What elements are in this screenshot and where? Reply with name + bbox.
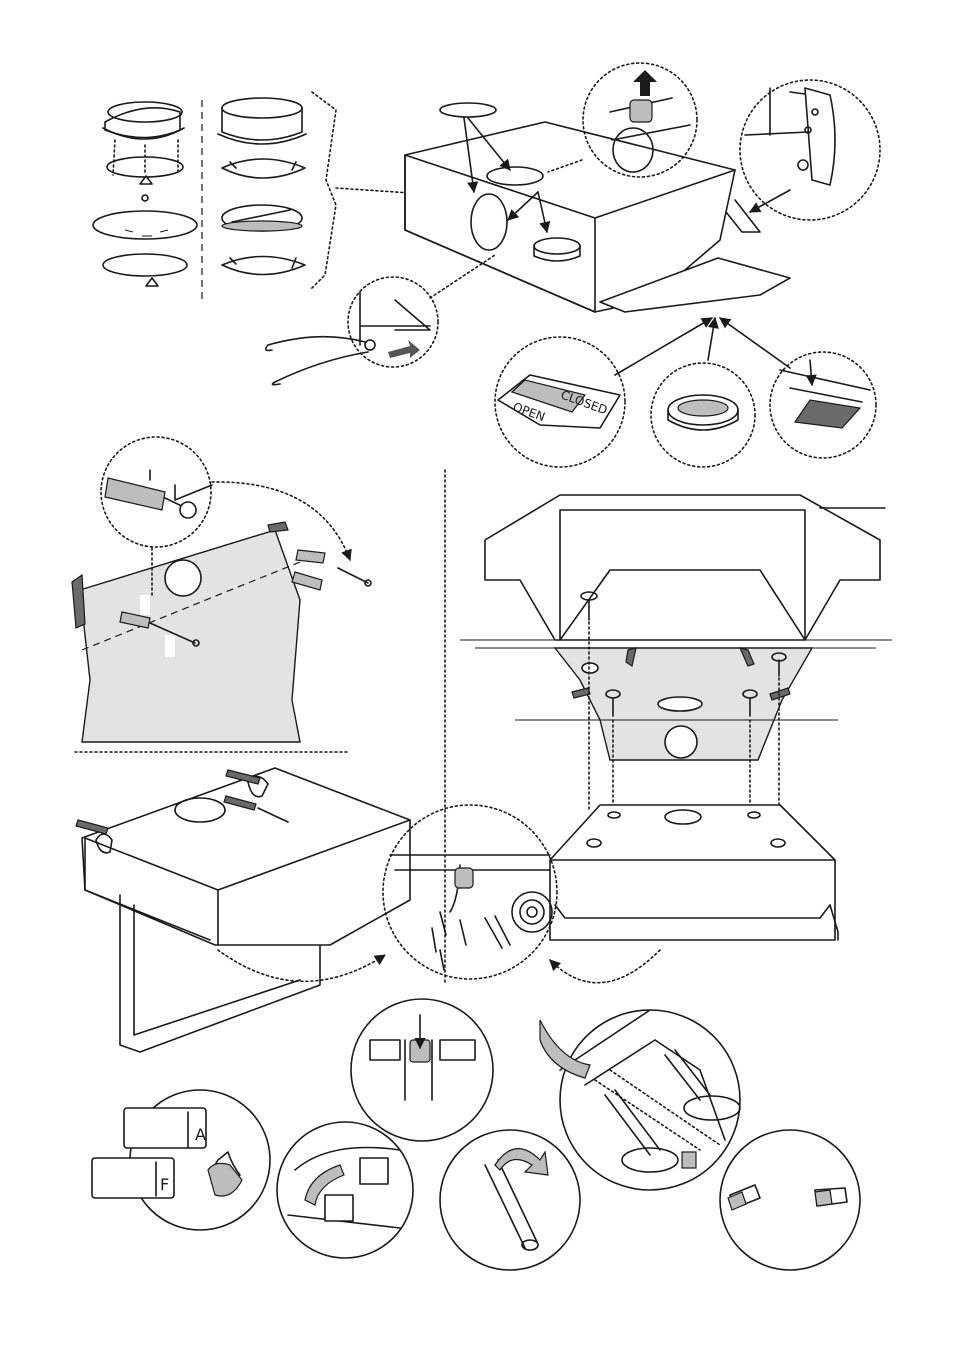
flange-parts-exploded-view [93, 92, 440, 302]
round-flange-right [218, 98, 306, 144]
clip-ring-1 [222, 159, 305, 178]
clip-ring-3 [222, 257, 305, 275]
control-knob-detail-circle: A F [92, 1090, 270, 1230]
clip-ring-2 [222, 205, 302, 231]
hood-box-top-view: CLOSED OPEN [266, 63, 880, 467]
light-switch-detail-circle [277, 1122, 413, 1258]
filter-release-detail-circle [351, 999, 493, 1141]
seal-ring [103, 254, 187, 276]
setting-a-label: A [195, 1125, 206, 1144]
hood-body-bottom [550, 805, 835, 940]
latch-detail-circle [770, 352, 876, 458]
wall-duct-hole [165, 560, 201, 596]
wall-plug-2 [292, 550, 371, 590]
bracket-detail-circle [740, 80, 880, 220]
open-closed-detail-circle: CLOSED OPEN [495, 337, 625, 467]
lamp-bulbs-detail-circle [720, 1130, 860, 1270]
loose-flange [440, 103, 496, 117]
setting-f-label: F [160, 1175, 169, 1194]
lamp-tube-detail-circle [440, 1130, 580, 1270]
round-flange-left [103, 102, 184, 175]
cabinet-mounting-section [460, 495, 892, 940]
pliers-detail-circle [266, 255, 495, 385]
screw-small [142, 195, 148, 201]
collar-detail-circle [651, 363, 755, 467]
filter-light-details-section: A F [92, 999, 860, 1270]
cover-disk [93, 211, 197, 239]
wall-plug-detail-circle [101, 437, 212, 547]
